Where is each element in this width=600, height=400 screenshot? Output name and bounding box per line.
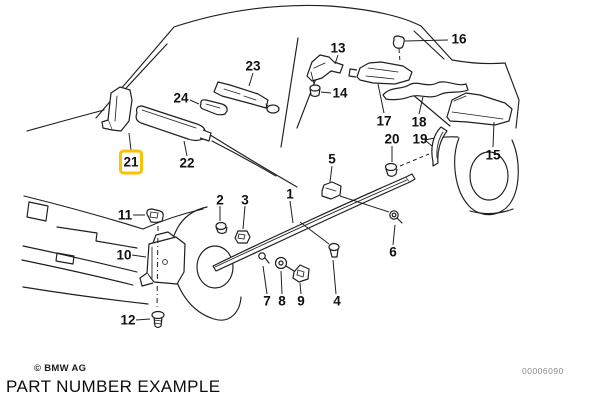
svg-text:10: 10	[116, 248, 131, 263]
part-shape-8	[274, 256, 288, 270]
svg-text:2: 2	[216, 193, 224, 208]
part-callout-24[interactable]: 24	[173, 91, 189, 106]
svg-text:3: 3	[241, 193, 249, 208]
svg-text:5: 5	[328, 152, 336, 167]
rear-wheel-arch	[454, 137, 519, 216]
part-shape-11	[146, 208, 164, 223]
svg-text:7: 7	[263, 294, 271, 309]
part-callout-22[interactable]: 22	[179, 156, 194, 171]
svg-text:24: 24	[173, 91, 189, 106]
part-callout-21[interactable]: 21	[119, 149, 143, 175]
svg-text:21: 21	[123, 155, 139, 170]
part-callout-19[interactable]: 19	[412, 132, 427, 147]
part-shape-7	[258, 252, 270, 264]
part-shape-18	[382, 81, 469, 101]
leader-lines	[128, 39, 495, 321]
part-callout-20[interactable]: 20	[384, 132, 399, 147]
part-callout-17[interactable]: 17	[376, 114, 391, 129]
part-shapes	[101, 35, 513, 329]
svg-text:15: 15	[485, 148, 501, 163]
front-wheel-arch	[170, 206, 242, 321]
part-callout-9[interactable]: 9	[297, 294, 305, 309]
svg-text:9: 9	[297, 294, 305, 309]
part-shape-3	[234, 230, 251, 244]
svg-text:4: 4	[333, 294, 341, 309]
part-shape-17	[348, 61, 413, 85]
part-callout-2[interactable]: 2	[216, 193, 224, 208]
part-callout-15[interactable]: 15	[485, 148, 501, 163]
svg-text:19: 19	[412, 132, 427, 147]
part-shape-21	[101, 86, 133, 132]
part-callout-14[interactable]: 14	[332, 86, 348, 101]
part-callout-4[interactable]: 4	[333, 294, 341, 309]
caption-text: PART NUMBER EXAMPLE	[6, 377, 221, 396]
copyright-text: © BMW AG	[34, 363, 87, 374]
highlight-box	[119, 149, 143, 175]
part-shape-12	[151, 310, 165, 329]
part-shape-15	[446, 92, 513, 126]
part-callout-6[interactable]: 6	[389, 245, 397, 260]
part-callout-7[interactable]: 7	[263, 294, 271, 309]
part-callout-13[interactable]: 13	[330, 41, 346, 56]
part-shape-6	[389, 210, 403, 224]
car-outline	[21, 4, 520, 321]
svg-text:8: 8	[278, 294, 286, 309]
part-shape-4	[328, 242, 340, 258]
part-callout-10[interactable]: 10	[116, 248, 131, 263]
part-shape-14	[309, 84, 321, 98]
part-callout-16[interactable]: 16	[451, 32, 467, 47]
svg-text:12: 12	[120, 313, 135, 328]
part-shape-5	[321, 181, 342, 200]
part-callout-5[interactable]: 5	[328, 152, 336, 167]
part-callout-8[interactable]: 8	[278, 294, 286, 309]
svg-text:13: 13	[330, 41, 346, 56]
part-shape-13	[306, 54, 344, 85]
headlight	[26, 201, 49, 222]
doc-number: 00006090	[522, 366, 564, 376]
part-shape-16	[392, 35, 405, 49]
svg-text:16: 16	[451, 32, 467, 47]
svg-text:6: 6	[389, 245, 397, 260]
svg-text:11: 11	[118, 208, 133, 223]
part-shape-20	[384, 162, 398, 177]
front-wheel-opening	[196, 245, 234, 289]
part-callout-11[interactable]: 11	[118, 208, 133, 223]
part-shape-19	[431, 126, 448, 167]
part-callout-23[interactable]: 23	[245, 59, 261, 74]
part-callout-1[interactable]: 1	[286, 187, 294, 202]
part-shape-2	[215, 221, 228, 235]
part-shape-23	[213, 81, 280, 114]
part-shape-24	[199, 99, 228, 116]
svg-text:23: 23	[245, 59, 261, 74]
svg-text:14: 14	[332, 86, 348, 101]
part-shape-22	[135, 105, 212, 142]
part-shape-9	[285, 264, 310, 283]
rear-wheel-opening	[469, 151, 509, 201]
part-callout-12[interactable]: 12	[120, 313, 135, 328]
svg-text:17: 17	[376, 114, 391, 129]
svg-text:18: 18	[411, 115, 427, 130]
part-callout-3[interactable]: 3	[241, 193, 249, 208]
svg-text:20: 20	[384, 132, 399, 147]
svg-text:22: 22	[179, 156, 194, 171]
svg-text:1: 1	[286, 187, 294, 202]
part-shape-10	[139, 231, 186, 287]
part-callout-18[interactable]: 18	[411, 115, 427, 130]
